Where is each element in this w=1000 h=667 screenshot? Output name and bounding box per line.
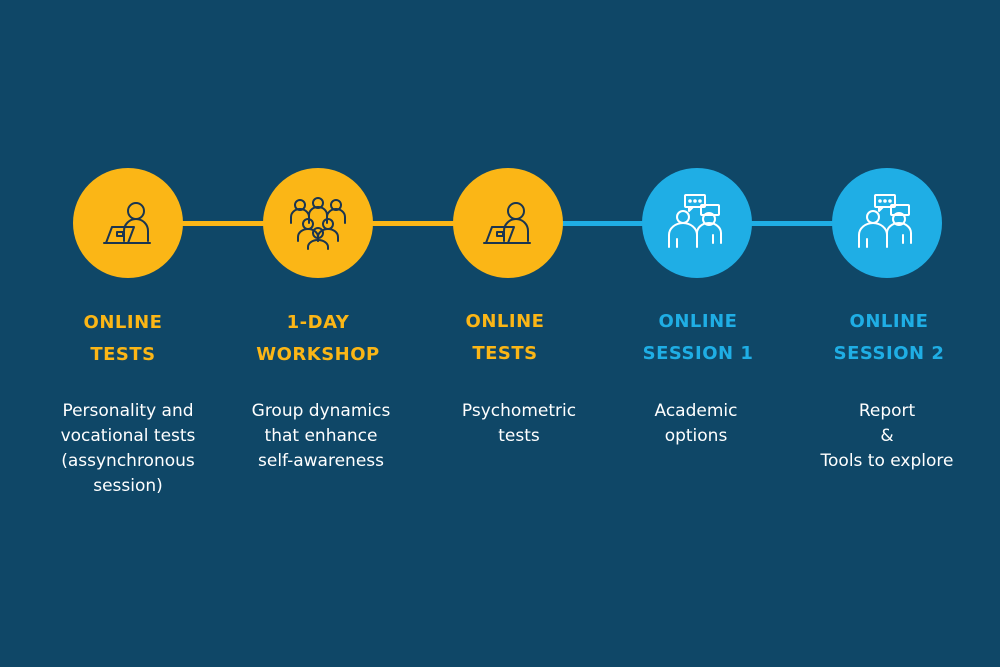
step-5-circle bbox=[832, 168, 942, 278]
step-1-circle bbox=[73, 168, 183, 278]
person-laptop-icon bbox=[103, 202, 151, 244]
step-3-title: ONLINE TESTS bbox=[465, 311, 545, 364]
conversation-icon bbox=[858, 194, 912, 248]
step-2-title: 1-DAY WORKSHOP bbox=[256, 312, 380, 365]
connector-2-3 bbox=[365, 221, 460, 226]
step-2-circle bbox=[263, 168, 373, 278]
step-5-title: ONLINE SESSION 2 bbox=[833, 311, 945, 364]
person-laptop-icon bbox=[483, 202, 531, 244]
step-4-title: ONLINE SESSION 1 bbox=[642, 311, 754, 364]
step-3-description: Psychometric tests bbox=[461, 401, 577, 446]
conversation-icon bbox=[668, 194, 722, 248]
connector-1-2 bbox=[175, 221, 270, 226]
group-people-icon bbox=[290, 197, 346, 250]
connector-4-5 bbox=[745, 221, 840, 226]
step-1-title: ONLINE TESTS bbox=[83, 312, 163, 365]
step-4-circle bbox=[642, 168, 752, 278]
step-4-description: Academic options bbox=[654, 401, 738, 446]
step-5-description: Report & Tools to explore bbox=[820, 401, 954, 471]
step-2-description: Group dynamics that enhance self-awarene… bbox=[251, 401, 391, 471]
step-3-circle bbox=[453, 168, 563, 278]
connector-3-4 bbox=[555, 221, 650, 226]
step-1-description: Personality and vocational tests (assync… bbox=[60, 401, 196, 496]
